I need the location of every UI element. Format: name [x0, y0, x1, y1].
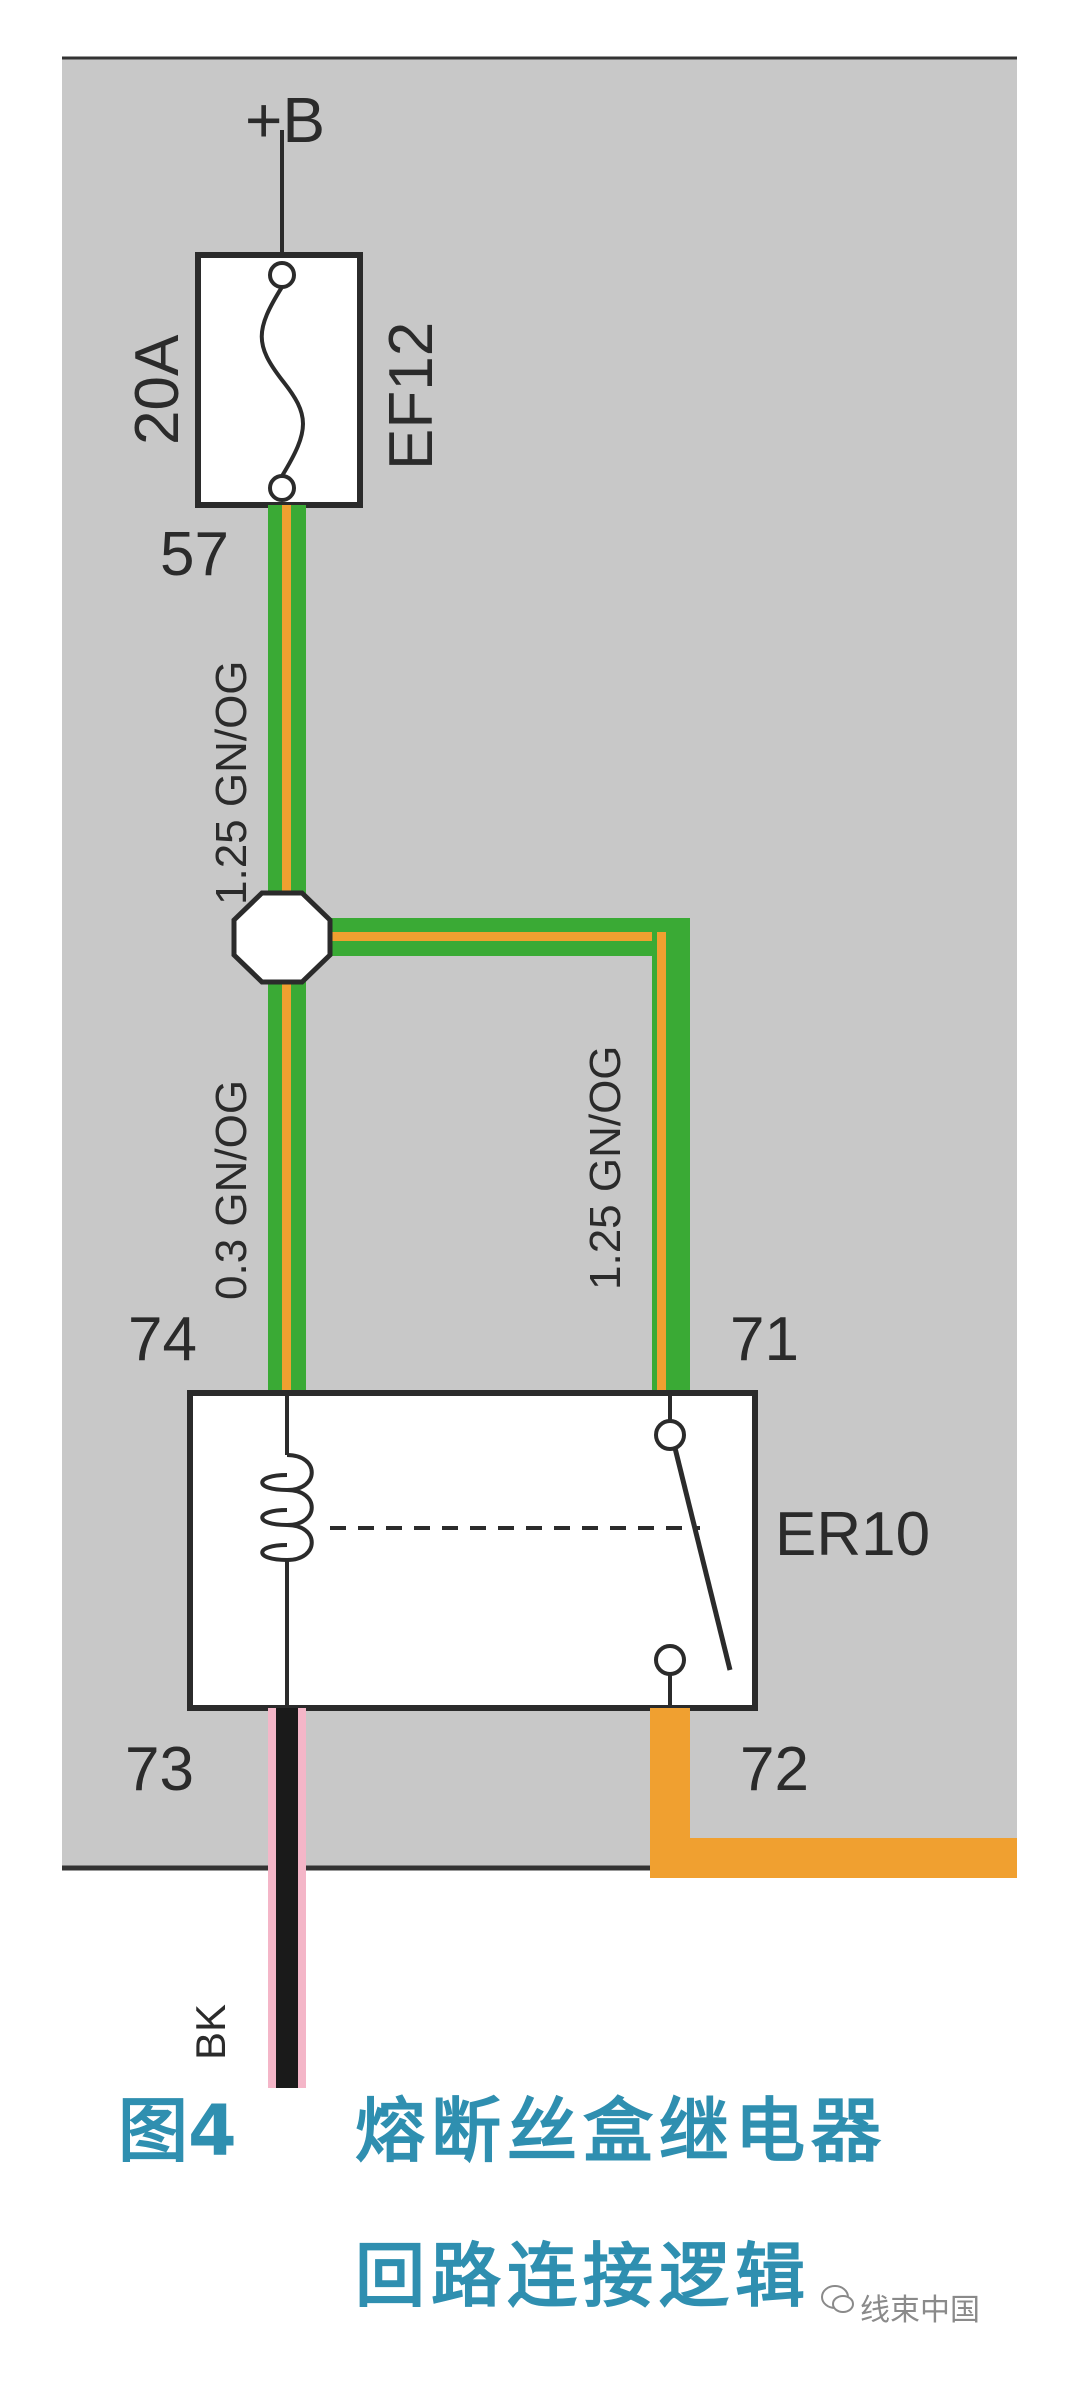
wire-splice-to-74-label: 0.3 GN/OG [207, 1080, 256, 1300]
watermark-text: 线束中国 [860, 2293, 980, 2328]
pin-73-label: 73 [125, 1735, 194, 1804]
wire-fuse-to-splice [268, 505, 306, 910]
figure-number: 图4 [118, 2090, 237, 2172]
supply-label: +B [245, 84, 325, 156]
relay-er10 [187, 1390, 758, 1711]
wire-fuse-to-splice-label: 1.25 GN/OG [207, 660, 256, 905]
caption-title-line-1: 熔断丝盒继电器 [355, 2090, 887, 2172]
wire-splice-to-74 [268, 960, 306, 1393]
pin-74-label: 74 [128, 1305, 197, 1374]
wire-73-ground [268, 1708, 306, 2088]
pin-71-label: 71 [730, 1305, 799, 1374]
pin-57-label: 57 [160, 520, 229, 589]
wire-ground-label: BK [187, 2004, 234, 2060]
splice-node [231, 890, 333, 985]
wechat-icon [821, 2285, 854, 2313]
fuse-id-label: EF12 [377, 322, 446, 470]
wire-splice-to-71 [320, 918, 690, 1393]
fuse-rating-label: 20A [123, 334, 192, 445]
pin-72-label: 72 [740, 1735, 809, 1804]
fuse-ef12 [195, 252, 363, 508]
caption-title-line-2: 回路连接逻辑 [355, 2235, 811, 2317]
relay-id-label: ER10 [775, 1500, 930, 1569]
wire-splice-to-71-label: 1.25 GN/OG [581, 1045, 630, 1290]
